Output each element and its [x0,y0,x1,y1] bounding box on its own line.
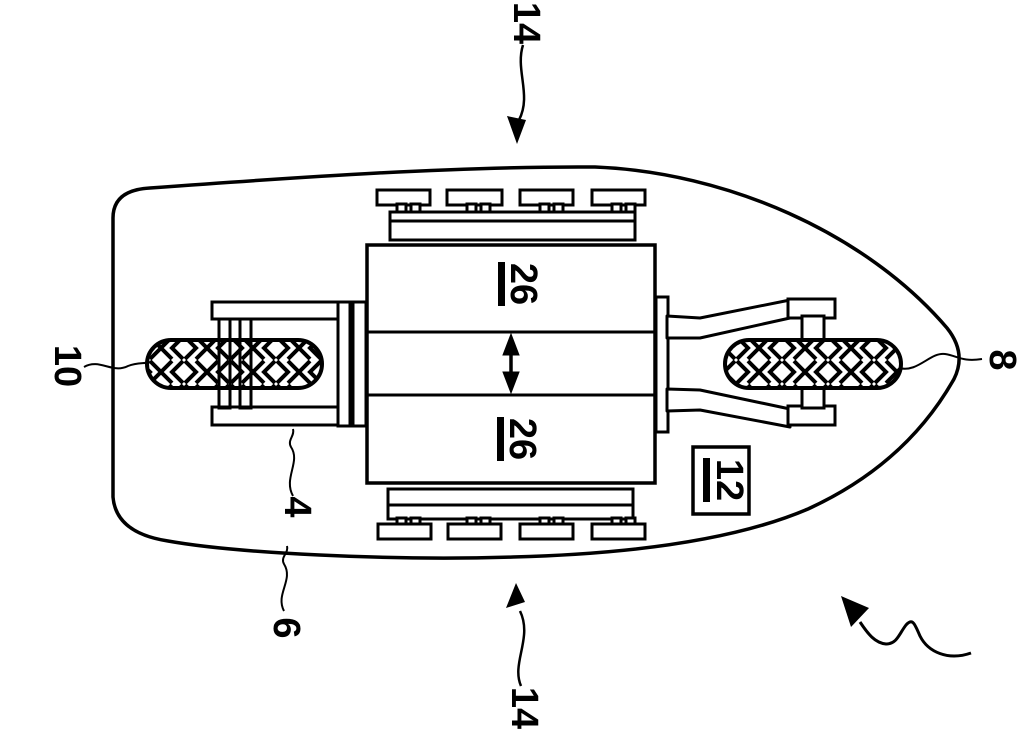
leader-10 [83,361,152,370]
leader-4 [288,428,296,497]
left-fork-bottom-bar [210,405,340,427]
ref-26-upper-underline [498,262,505,306]
label-26-upper: 26 [502,263,544,305]
top-fin-row [375,188,647,242]
fin [518,522,575,541]
left-axle-post [217,317,232,410]
left-wheel-assembly [145,300,368,428]
label-8: 8 [981,349,1023,370]
arrow-top-14 [507,44,526,144]
leader-lines [83,352,983,612]
left-mount-plate-outer [336,300,352,428]
bottom-fin-row [376,487,647,541]
label-14-top: 14 [505,2,547,44]
vehicle-body-outline [111,165,961,560]
right-wheel-assembly [654,295,903,434]
label-4: 4 [276,496,318,517]
right-mount-plate [654,295,670,434]
right-fork-bottom-arm [665,387,792,429]
double-arrow [502,332,520,395]
left-fork-top-bar [210,300,340,321]
label-14-bottom: 14 [503,687,545,729]
ref-12-box [691,445,751,516]
fin [376,522,433,541]
label-10: 10 [46,345,88,387]
arrow-bottom-14 [506,583,526,687]
fin [446,522,503,541]
ref-12-underline [703,458,710,502]
ref-12-box-group: 12 [691,445,751,516]
direction-squiggle-arrow [841,596,972,658]
label-26-lower: 26 [501,418,543,460]
right-wheel-tire [723,338,903,390]
left-wheel-tire [145,338,324,390]
ref-26-lower-underline [497,417,504,461]
label-12: 12 [708,459,750,501]
right-fork-top-arm [665,298,792,340]
top-mount-bar [388,210,637,242]
center-module [365,243,657,485]
leader-8 [898,352,983,370]
left-mount-plate-inner [351,300,368,428]
fin [590,522,647,541]
left-axle-post [238,317,253,410]
label-6: 6 [265,617,307,638]
leader-6 [280,545,289,612]
